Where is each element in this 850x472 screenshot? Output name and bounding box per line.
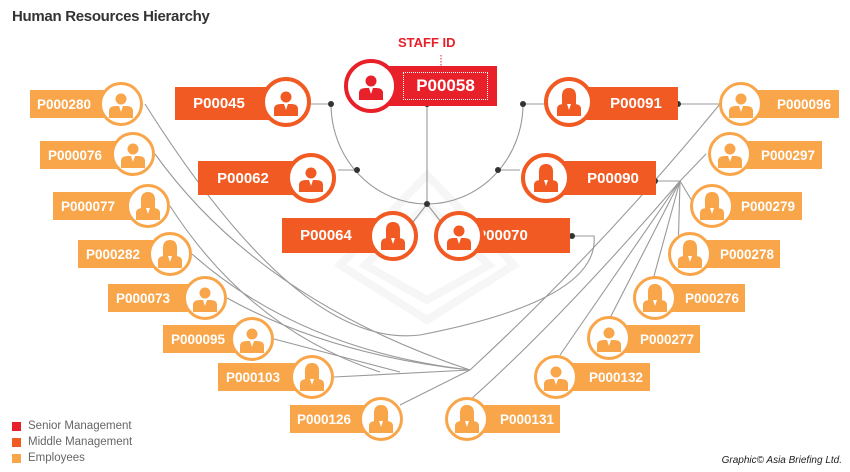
middle-id: P00091 (610, 95, 662, 112)
person-male-icon (719, 82, 763, 126)
senior-id: P00058 (403, 72, 488, 100)
middle-id: P00064 (300, 227, 352, 244)
employee-id: P000278 (719, 246, 775, 262)
person-male-icon (534, 355, 578, 399)
employee-id-box[interactable]: P000103 (218, 363, 300, 391)
employee-id: P000280 (36, 96, 92, 112)
person-male-icon (183, 276, 227, 320)
employee-id-box[interactable]: P000073 (108, 284, 190, 312)
person-male-icon (230, 317, 274, 361)
employee-id: P000076 (47, 147, 103, 163)
employee-id-box[interactable]: P000096 (755, 90, 839, 118)
employee-id: P000095 (170, 331, 226, 347)
person-male-icon (587, 316, 631, 360)
person-female-icon (544, 77, 594, 127)
employee-id: P000073 (115, 290, 171, 306)
person-female-icon (359, 397, 403, 441)
middle-id: P00045 (193, 95, 245, 112)
middle-id-box[interactable]: P00091 (580, 87, 678, 120)
middle-id-box[interactable]: P00045 (175, 87, 275, 120)
person-female-icon (690, 184, 734, 228)
legend: Senior Management Middle Management Empl… (12, 418, 132, 466)
person-male-icon (286, 153, 336, 203)
legend-item-middle: Middle Management (12, 434, 132, 450)
middle-id-box[interactable]: P00090 (556, 161, 656, 195)
person-male-icon (261, 77, 311, 127)
person-female-icon (445, 397, 489, 441)
person-female-icon (126, 184, 170, 228)
person-female-icon (368, 211, 418, 261)
person-male-icon (434, 211, 484, 261)
employee-id-box[interactable]: P000277 (620, 325, 700, 353)
employee-id-box[interactable]: P000077 (53, 192, 135, 220)
employee-id: P000126 (296, 411, 352, 427)
employee-id-box[interactable]: P000126 (290, 405, 370, 433)
person-male-icon (99, 82, 143, 126)
employee-id-box[interactable]: P000280 (30, 90, 110, 118)
page-title: Human Resources Hierarchy (12, 8, 210, 25)
employee-id: P000103 (225, 369, 281, 385)
employee-id-box[interactable]: P000297 (740, 141, 822, 169)
legend-swatch (12, 437, 21, 447)
legend-label: Middle Management (28, 436, 133, 448)
employee-id-box[interactable]: P000132 (568, 363, 650, 391)
person-male-icon (111, 132, 155, 176)
legend-swatch (12, 453, 21, 463)
legend-item-senior: Senior Management (12, 418, 132, 434)
person-female-icon (633, 276, 677, 320)
person-female-icon (668, 232, 712, 276)
legend-item-employees: Employees (12, 450, 132, 466)
employee-id: P000132 (588, 369, 644, 385)
person-glasses-icon (344, 59, 398, 113)
person-female-icon (290, 355, 334, 399)
legend-label: Employees (28, 452, 85, 464)
employee-id: P000282 (85, 246, 141, 262)
employee-id-box[interactable]: P000278 (700, 240, 780, 268)
middle-id: P00070 (476, 227, 528, 244)
person-female-icon (521, 153, 571, 203)
legend-swatch (12, 421, 21, 431)
employee-id: P000276 (684, 290, 740, 306)
senior-id-box[interactable]: P00058 (380, 66, 497, 106)
employee-id: P000131 (499, 411, 555, 427)
employee-id: P000279 (740, 198, 796, 214)
employee-id-box[interactable]: P000131 (480, 405, 560, 433)
middle-id-box[interactable]: P00064 (282, 218, 382, 253)
employee-id: P000297 (760, 147, 816, 163)
credit: Graphic© Asia Briefing Ltd. (721, 455, 842, 466)
employee-id: P000096 (776, 96, 832, 112)
middle-id: P00090 (587, 169, 639, 187)
employee-id: P000077 (60, 198, 116, 214)
person-female-icon (148, 232, 192, 276)
employee-id: P000277 (639, 331, 695, 347)
middle-id: P00062 (217, 169, 269, 187)
employee-id-box[interactable]: P000076 (40, 141, 122, 169)
middle-id-box[interactable]: P00062 (198, 161, 300, 195)
employee-id-box[interactable]: P000282 (78, 240, 160, 268)
staff-id-label: STAFF ID (398, 35, 456, 50)
employee-id-box[interactable]: P000276 (665, 284, 745, 312)
person-male-icon (708, 132, 752, 176)
legend-label: Senior Management (28, 420, 132, 432)
